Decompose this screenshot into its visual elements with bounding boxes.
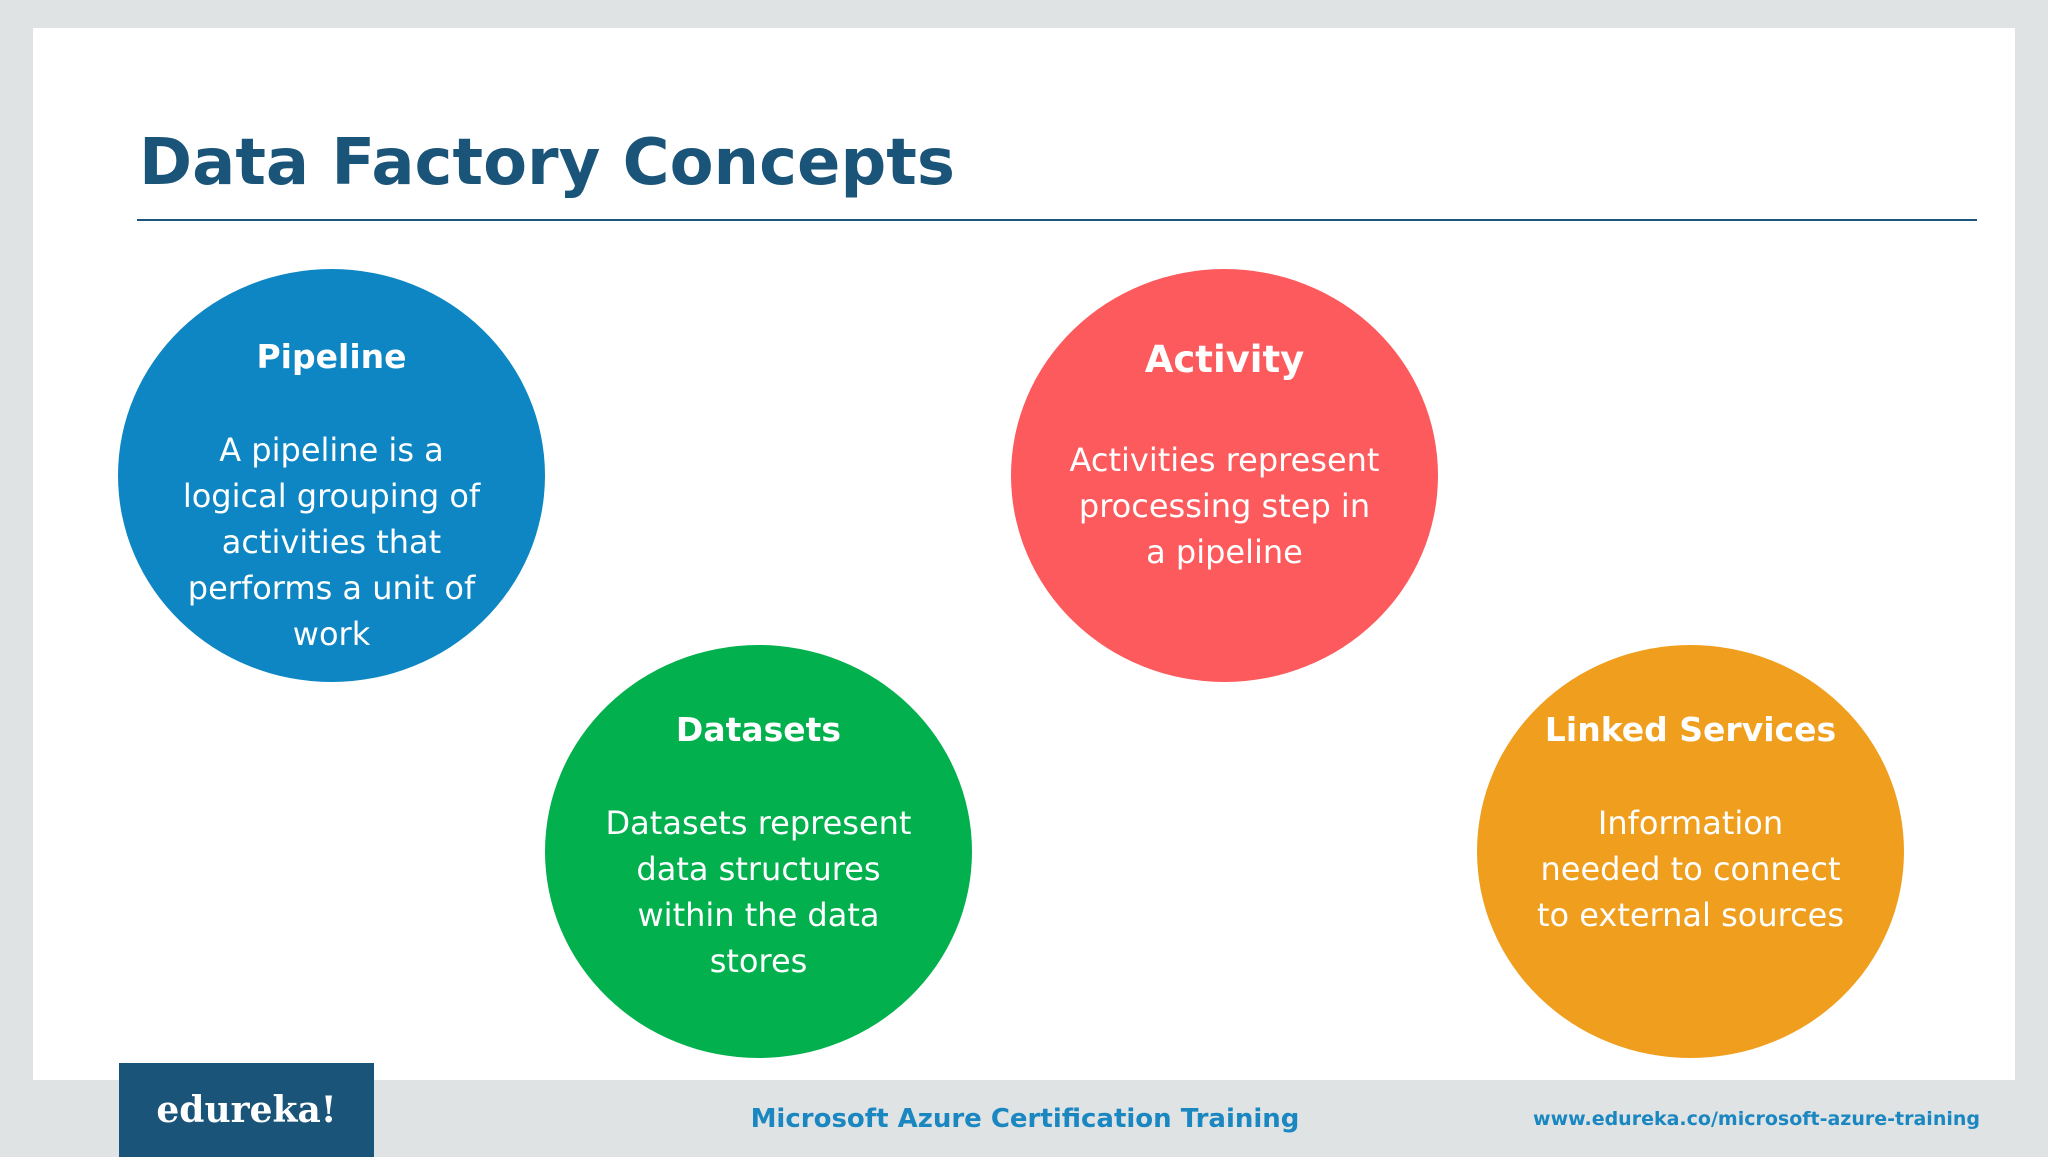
pipeline-title: Pipeline xyxy=(256,337,407,376)
linked-services-title: Linked Services xyxy=(1544,710,1837,749)
course-url: www.edureka.co/microsoft-azure-training xyxy=(1533,1108,1980,1130)
linked-services-description: Information needed to connect to externa… xyxy=(1536,804,1845,934)
logo-text: edureka! xyxy=(156,1089,337,1131)
activity-circle: Activity Activities represent processing… xyxy=(1011,269,1438,682)
activity-title: Activity xyxy=(1144,338,1305,381)
course-title: Microsoft Azure Certification Training xyxy=(750,1104,1300,1134)
datasets-description: Datasets represent data structures withi… xyxy=(605,804,912,980)
datasets-circle: Datasets Datasets represent data structu… xyxy=(545,645,972,1058)
slide: Data Factory Concepts Pipeline A pipelin… xyxy=(33,28,2015,1080)
edureka-logo: edureka! xyxy=(119,1063,374,1157)
title-divider xyxy=(137,219,1977,221)
linked-services-circle: Linked Services Information needed to co… xyxy=(1477,645,1904,1058)
activity-description: Activities represent processing step in … xyxy=(1069,441,1380,571)
pipeline-description: A pipeline is a logical grouping of acti… xyxy=(182,431,481,653)
slide-title: Data Factory Concepts xyxy=(139,126,955,200)
pipeline-circle: Pipeline A pipeline is a logical groupin… xyxy=(118,269,545,682)
datasets-title: Datasets xyxy=(675,710,842,749)
